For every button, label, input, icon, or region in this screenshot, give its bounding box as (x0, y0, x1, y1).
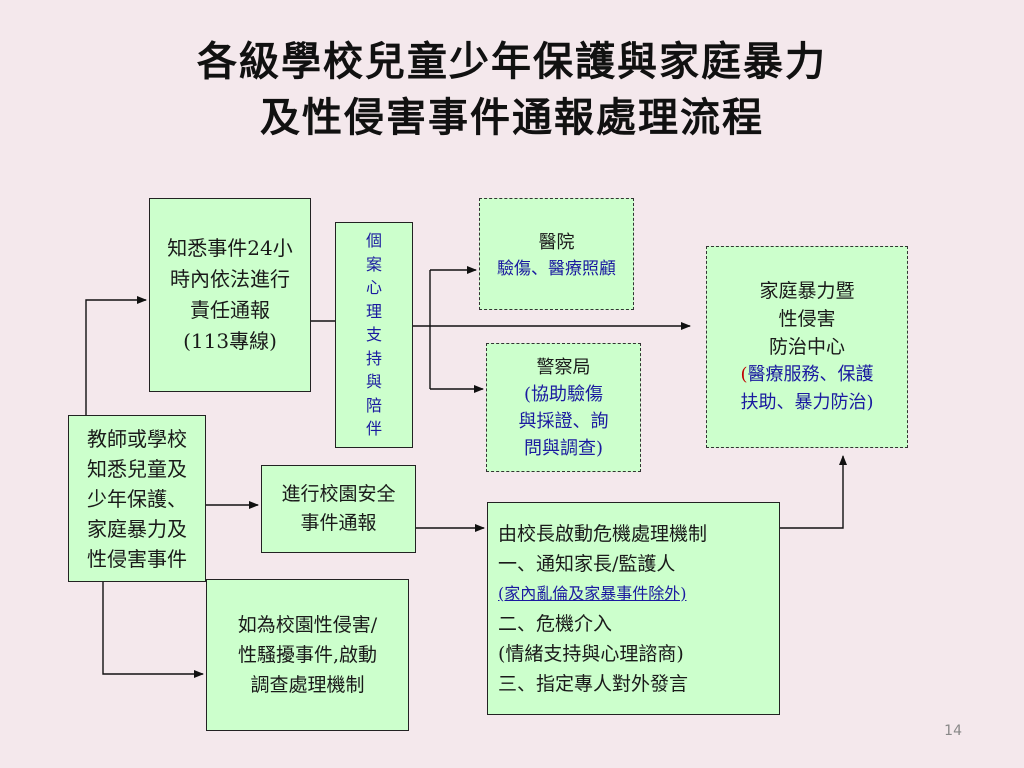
police-detail-3: 問與調查) (523, 437, 604, 459)
principal-line-1: 由校長啟動危機處理機制 (498, 522, 708, 545)
support-char-3: 心 (365, 278, 382, 298)
support-char-2: 案 (365, 254, 382, 274)
police-detail-1: (協助驗傷 (523, 383, 604, 405)
teacher-line-5: 性侵害事件 (87, 546, 187, 571)
support-char-7: 與 (365, 372, 382, 392)
teacher-line-1: 教師或學校 (87, 426, 187, 451)
diagram-title: 各級學校兒童少年保護與家庭暴力 及性侵害事件通報處理流程 (0, 34, 1024, 146)
arrow-teacher-to-campus-sexual (102, 582, 204, 678)
box-hospital: 醫院 驗傷、醫療照顧 (479, 198, 634, 310)
box-report-24h: 知悉事件24小 時內依法進行 責任通報 (113專線) (149, 198, 311, 392)
box-case-support: 個 案 心 理 支 持 與 陪 伴 (335, 222, 413, 448)
hospital-detail: 驗傷、醫療照顧 (497, 259, 616, 279)
dv-detail-text-1: 醫療服務、保護 (747, 364, 874, 385)
police-detail-2: 與採證、詢 (518, 410, 609, 432)
principal-line-5: (情緒支持與心理諮商) (498, 642, 684, 665)
box-dv-center: 家庭暴力暨 性侵害 防治中心 (醫療服務、保護 扶助、暴力防治) (706, 246, 908, 448)
report-line-4: (113專線) (183, 329, 277, 353)
principal-line-4: 二、危機介入 (498, 612, 613, 635)
report-line-3: 責任通報 (190, 298, 270, 322)
box-police: 警察局 (協助驗傷 與採證、詢 問與調查) (486, 343, 641, 472)
principal-line-6: 三、指定專人對外發言 (498, 672, 689, 695)
support-char-1: 個 (365, 231, 382, 251)
campus-sexual-line-2: 性騷擾事件,啟動 (237, 644, 378, 666)
box-teacher: 教師或學校 知悉兒童及 少年保護、 家庭暴力及 性侵害事件 (68, 415, 206, 582)
dv-close-paren: ) (866, 392, 874, 413)
principal-line-2: 一、通知家長/監護人 (498, 552, 676, 575)
campus-safety-line-2: 事件通報 (300, 512, 377, 534)
title-line-2: 及性侵害事件通報處理流程 (260, 94, 764, 141)
teacher-line-4: 家庭暴力及 (87, 516, 187, 541)
arrow-teacher-to-report (85, 296, 147, 415)
box-campus-safety: 進行校園安全 事件通報 (261, 465, 416, 553)
dv-line-1: 家庭暴力暨 (759, 280, 855, 302)
teacher-line-2: 知悉兒童及 (87, 456, 187, 481)
campus-sexual-line-3: 調查處理機制 (250, 674, 365, 696)
support-char-6: 持 (365, 348, 382, 368)
dv-line-2: 性侵害 (778, 308, 836, 330)
support-char-5: 支 (365, 325, 382, 345)
dv-line-3: 防治中心 (768, 336, 845, 358)
principal-line-3: (家內亂倫及家暴事件除外) (498, 583, 687, 603)
dv-detail-1: (醫療服務、保護 (740, 361, 873, 389)
support-char-8: 陪 (365, 395, 382, 415)
campus-safety-line-1: 進行校園安全 (281, 483, 396, 505)
support-char-9: 伴 (365, 419, 382, 439)
hospital-name: 醫院 (538, 232, 575, 253)
teacher-line-3: 少年保護、 (87, 486, 187, 511)
dv-detail-2: 扶助、暴力防治) (740, 389, 873, 417)
dv-open-paren: ( (740, 364, 748, 385)
report-line-1: 知悉事件24小 (167, 236, 293, 260)
box-campus-sexual: 如為校園性侵害/ 性騷擾事件,啟動 調查處理機制 (206, 579, 409, 731)
arrow-principal-to-dv-center (780, 455, 847, 529)
campus-sexual-line-1: 如為校園性侵害/ (237, 614, 378, 636)
support-char-4: 理 (365, 301, 382, 321)
page-number: 14 (944, 723, 962, 739)
report-line-2: 時內依法進行 (170, 267, 290, 291)
police-name: 警察局 (536, 356, 591, 378)
box-principal-crisis: 由校長啟動危機處理機制 一、通知家長/監護人 (家內亂倫及家暴事件除外) 二、危… (487, 502, 780, 715)
title-line-1: 各級學校兒童少年保護與家庭暴力 (197, 38, 827, 85)
dv-detail-text-2: 扶助、暴力防治 (740, 392, 867, 413)
